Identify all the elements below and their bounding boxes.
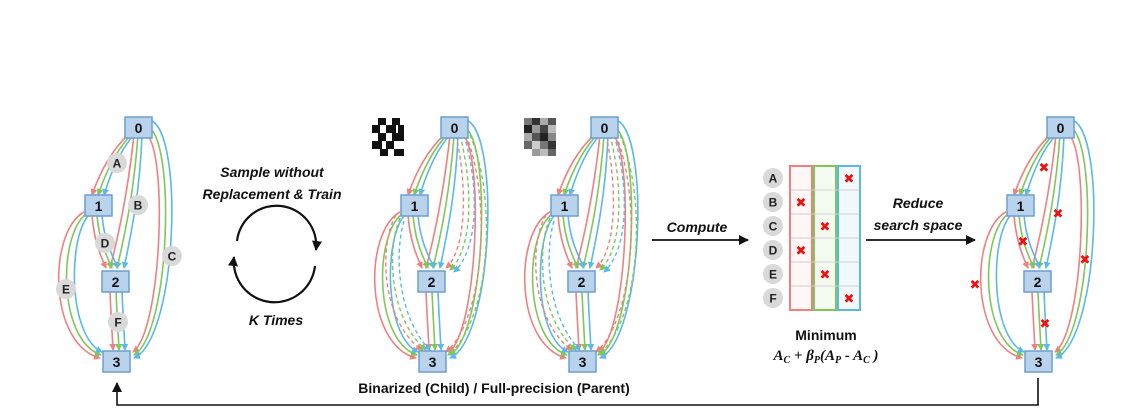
- cross-icon: ✖: [1040, 317, 1051, 332]
- binarized-child-cell: 0 1 2 3: [375, 116, 488, 373]
- edge-label-d: D: [101, 237, 110, 251]
- cross-icon: ✖: [820, 220, 831, 235]
- row-labels: A B C D E F: [763, 168, 783, 308]
- row-label-a: A: [769, 172, 778, 186]
- node-2: 2: [112, 274, 120, 290]
- edge-label-b: B: [134, 199, 143, 213]
- node-3: 3: [113, 354, 121, 370]
- binary-weights-icon: [372, 118, 404, 156]
- minimum-label: Minimum: [795, 327, 856, 343]
- edge-labels: A B C D E F: [56, 153, 182, 332]
- node-0: 0: [135, 120, 143, 136]
- cycle-icon: [228, 204, 322, 304]
- node-2: 2: [1034, 274, 1042, 290]
- reduce-label-line2: search space: [874, 217, 963, 233]
- node-3: 3: [429, 354, 437, 370]
- cross-icon: ✖: [1039, 161, 1050, 176]
- node-3: 3: [579, 354, 587, 370]
- edge-label-f: F: [114, 316, 121, 330]
- row-label-c: C: [769, 220, 778, 234]
- cross-icon: ✖: [844, 292, 855, 307]
- compute-label: Compute: [667, 219, 728, 235]
- node-0: 0: [1057, 120, 1065, 136]
- cross-icon: ✖: [796, 196, 807, 211]
- node-0: 0: [451, 120, 459, 136]
- reduced-space-cell: 0 1 2 3 ✖ ✖ ✖ ✖ ✖ ✖: [970, 116, 1094, 373]
- cross-icon: ✖: [1053, 207, 1064, 222]
- node-1: 1: [95, 198, 103, 214]
- cross-icon: ✖: [820, 268, 831, 283]
- sample-caption-line2: Replacement & Train: [202, 186, 341, 202]
- node-1: 1: [1017, 198, 1025, 214]
- selection-table: A B C D E F ✖ ✖ ✖ ✖ ✖ ✖: [763, 165, 861, 311]
- cross-icon: ✖: [1018, 235, 1029, 250]
- row-label-b: B: [769, 196, 778, 210]
- cross-icon: ✖: [970, 278, 981, 293]
- reduce-label-line1: Reduce: [893, 195, 944, 211]
- row-label-e: E: [769, 268, 777, 282]
- node-2: 2: [578, 274, 586, 290]
- objective-formula: AC + βP(AP - AC ): [772, 348, 878, 366]
- table-marks: ✖ ✖ ✖ ✖ ✖ ✖: [796, 172, 855, 307]
- k-times-caption: K Times: [249, 312, 303, 328]
- pruned-edge-marks: ✖ ✖ ✖ ✖ ✖ ✖: [970, 161, 1091, 332]
- bottom-caption: Binarized (Child) / Full-precision (Pare…: [358, 380, 629, 396]
- edge-label-c: C: [168, 250, 177, 264]
- sample-caption-line1: Sample without: [220, 164, 325, 180]
- row-label-d: D: [769, 244, 778, 258]
- cross-icon: ✖: [796, 244, 807, 259]
- edge-label-a: A: [113, 157, 122, 171]
- search-space-cell: 0 1 2 3 A B C D E F: [56, 116, 182, 373]
- edge-label-e: E: [62, 283, 70, 297]
- fp-weights-icon: [524, 118, 556, 156]
- feedback-arrow: [112, 378, 1039, 406]
- node-1: 1: [411, 198, 419, 214]
- row-label-f: F: [769, 292, 776, 306]
- full-precision-parent-cell: 0 1 2 3: [525, 116, 638, 373]
- node-1: 1: [561, 198, 569, 214]
- node-0: 0: [601, 120, 609, 136]
- node-3: 3: [1035, 354, 1043, 370]
- node-2: 2: [428, 274, 436, 290]
- cross-icon: ✖: [1080, 253, 1091, 268]
- cross-icon: ✖: [844, 172, 855, 187]
